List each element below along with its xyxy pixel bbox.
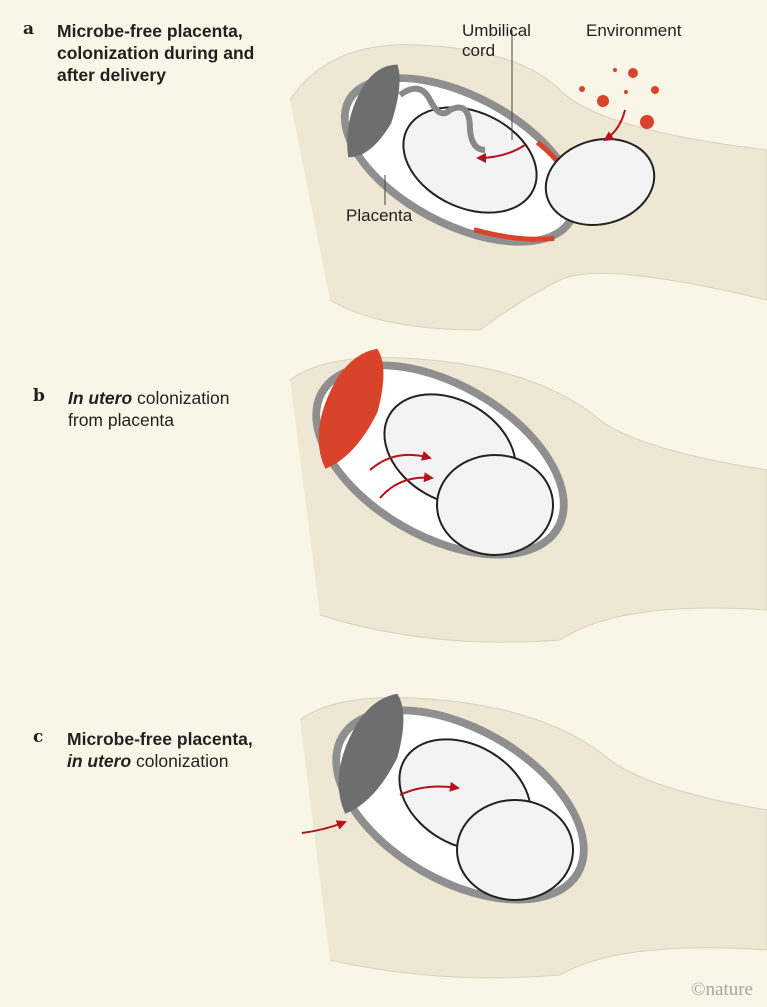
fetus-body <box>402 106 538 214</box>
title-line: from placenta <box>68 410 175 430</box>
panel-a-letter: a <box>23 19 35 39</box>
baby-head <box>436 454 554 556</box>
title-line: Microbe-free placenta, <box>67 729 253 749</box>
title-line: Microbe-free placenta, <box>57 21 243 41</box>
nature-credit: ©nature <box>691 979 753 1000</box>
umbilical-cord-label: Umbilical cord <box>462 21 531 61</box>
panel-b-figure <box>289 348 767 643</box>
placenta <box>338 693 404 814</box>
placenta-label: Placenta <box>346 206 413 225</box>
title-line: after delivery <box>57 65 166 85</box>
panel-b-letter: b <box>33 386 45 406</box>
microbes <box>579 68 659 129</box>
panel-b-title: In utero colonization from placenta <box>68 387 229 431</box>
panel-a-title: Microbe-free placenta, colonization duri… <box>57 20 254 86</box>
baby-head <box>544 138 656 226</box>
placenta <box>347 64 400 158</box>
title-italic: in utero <box>67 751 132 771</box>
umbilical-cord <box>398 85 486 153</box>
label-line: cord <box>462 41 496 60</box>
placenta-colonized <box>318 348 384 469</box>
title-italic: In utero <box>68 388 133 408</box>
label-line: Umbilical <box>462 21 531 40</box>
baby-head <box>456 799 574 901</box>
panel-a-figure <box>289 30 767 331</box>
panel-c-title: Microbe-free placenta, in utero coloniza… <box>67 728 253 772</box>
title-line: colonization during and <box>57 43 255 63</box>
environment-label: Environment <box>586 21 682 40</box>
panel-c-letter: c <box>33 727 44 747</box>
panel-c-figure <box>299 693 767 979</box>
title-rest: colonization <box>132 388 230 408</box>
title-rest: colonization <box>131 751 229 771</box>
